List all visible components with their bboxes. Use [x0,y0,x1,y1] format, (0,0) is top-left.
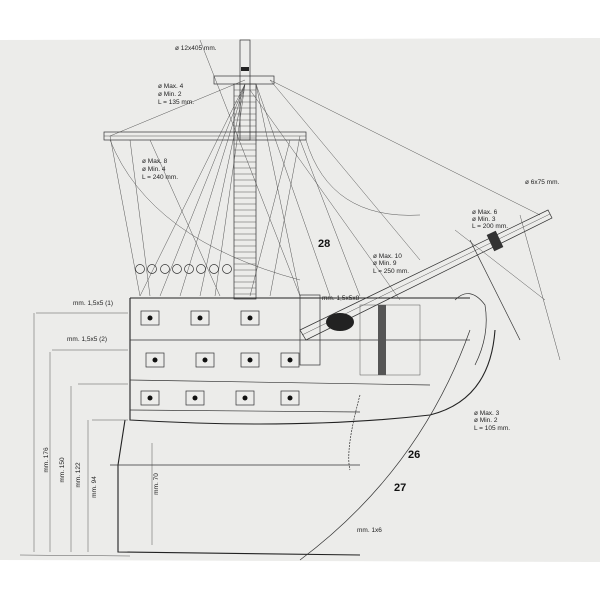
cannon-muzzle [202,357,208,363]
cannon-muzzle [287,395,293,401]
dimension-150: mm. 150 [59,457,66,483]
deadeye [222,264,232,274]
dimension-lines [19,312,153,557]
sprit-top-length: L = 200 mm. [472,223,508,230]
rigging-line [255,83,331,297]
gun-port [240,310,260,326]
gun-port [145,352,165,368]
deadeye [160,264,170,274]
spar-low-max: ø Max. 3 [474,410,500,417]
deadeye [184,264,194,274]
bowsprit-min: ø Min. 9 [373,260,397,267]
part-number-26: 26 [408,449,420,461]
rigging-line [139,83,246,297]
yard-main-max: ø Max. 8 [142,158,168,165]
deadeye [172,264,182,274]
deadeye [196,264,206,274]
rigging-line [199,39,301,297]
dimension-70: mm. 70 [153,473,160,495]
gun-port [140,390,160,406]
main-yard [103,131,307,141]
cannon-muzzle [152,357,158,363]
cannon-muzzle [247,357,253,363]
rigging-line [214,83,246,297]
gun-port [185,390,205,406]
topmast-label: ø 12x405 mm. [175,45,217,52]
deadeye [209,264,219,274]
sprit-top-max: ø Max. 6 [472,209,498,216]
dimension-176: mm. 176 [43,447,50,473]
deadeye [135,264,145,274]
rigging-line [299,139,361,297]
gun-port [280,352,300,368]
rigging-line [249,139,291,297]
strip2-label: mm. 1,5x5 (2) [67,336,107,343]
yard-top-max: ø Max. 4 [158,83,184,90]
rigging-line [269,79,421,261]
rigging-line [269,79,541,216]
yard-main-length: L = 240 mm. [142,174,178,181]
yard-top-min: ø Min. 2 [158,91,182,98]
jibboom-label: ø 6x75 mm. [525,179,560,186]
cannon-muzzle [147,315,153,321]
part-number-27: 27 [394,482,406,494]
bowsprit-max: ø Max. 10 [373,253,402,260]
gun-port [140,310,160,326]
cannon-muzzle [192,395,198,401]
rigging-line [255,83,301,297]
strip-1x6-label: mm. 1x6 [357,527,382,534]
rigging-line [179,83,246,297]
yard-top-length: L = 135 mm. [158,99,194,106]
bowsprit-length: L = 250 mm. [373,268,409,275]
rigging-line [269,135,301,297]
hull [110,264,496,561]
gun-port [195,352,215,368]
sprit-top-min: ø Min. 3 [472,216,496,223]
cannon-muzzle [197,315,203,321]
cannon-muzzle [147,395,153,401]
dimension-94: mm. 94 [91,476,98,498]
sail-outline [109,139,301,281]
spar-low-length: L = 105 mm. [474,425,510,432]
rigging-line [249,89,401,301]
gun-port [280,390,300,406]
rigging-lines [109,39,541,301]
dimension-122: mm. 122 [75,462,82,488]
gun-port [190,310,210,326]
part-number-28: 28 [318,238,330,250]
strip-158-label: mm. 1,5x5x8 [322,295,360,302]
cannon-muzzle [242,395,248,401]
strip1-label: mm. 1,5x5 (1) [73,300,113,307]
sail-outline [305,139,421,216]
deadeye [147,264,157,274]
rigging-line [109,135,141,297]
gun-port [235,390,255,406]
rigging-line [109,79,246,137]
cannon-muzzle [287,357,293,363]
cannon-muzzle [247,315,253,321]
rigging-line [199,83,246,297]
yard-main-min: ø Min. 4 [142,166,166,173]
gun-port [240,352,260,368]
spar-low-min: ø Min. 2 [474,417,498,424]
rigging-line [149,139,221,297]
rigging-line [129,139,151,297]
